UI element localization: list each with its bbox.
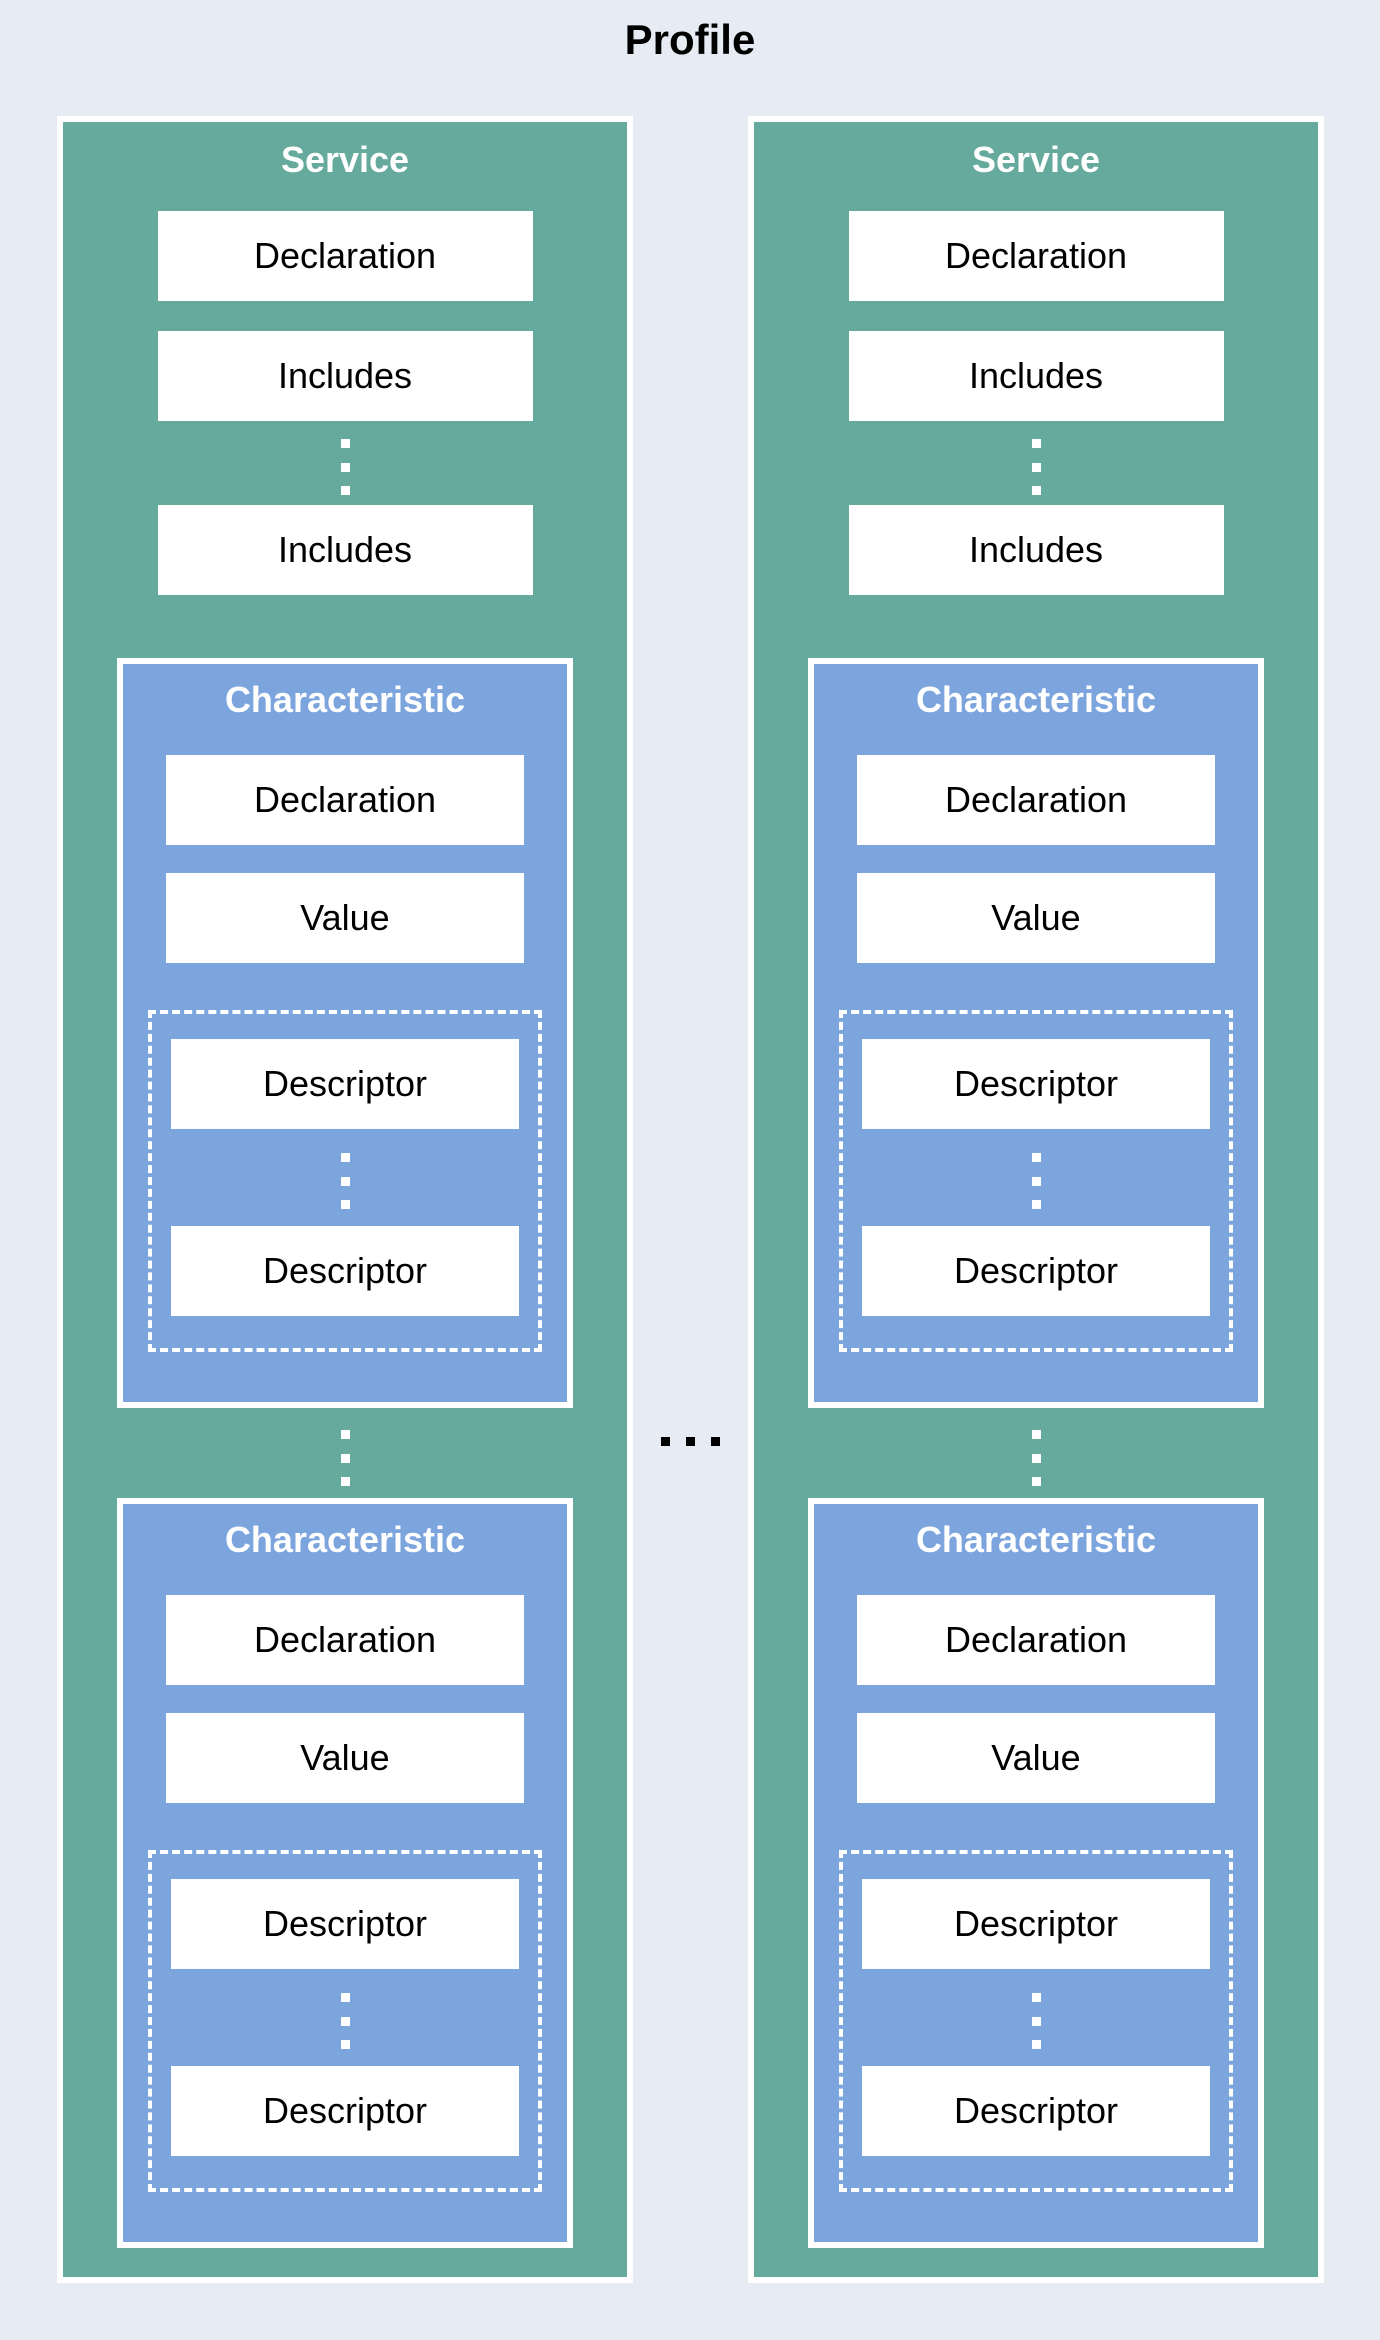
characteristic-box: Characteristic Declaration Value Descrip… xyxy=(117,658,573,1408)
declaration-box: Declaration xyxy=(848,211,1224,301)
descriptor-box: Descriptor xyxy=(171,1879,519,1969)
descriptor-box: Descriptor xyxy=(171,2066,519,2156)
characteristic-box: Characteristic Declaration Value Descrip… xyxy=(808,1498,1264,2248)
descriptor-group: Descriptor Descriptor xyxy=(148,1850,542,2192)
value-box: Value xyxy=(166,873,524,963)
descriptor-box: Descriptor xyxy=(862,1039,1210,1129)
vertical-ellipsis-icon xyxy=(1031,1993,1041,2049)
characteristic-title: Characteristic xyxy=(224,1519,466,1560)
value-box: Value xyxy=(857,873,1215,963)
value-box: Value xyxy=(166,1713,524,1803)
includes-box: Includes xyxy=(157,505,533,595)
descriptor-group: Descriptor Descriptor xyxy=(839,1010,1233,1352)
horizontal-ellipsis-icon xyxy=(633,1437,748,1446)
service-title: Service xyxy=(971,139,1101,180)
characteristic-title: Characteristic xyxy=(915,1519,1157,1560)
descriptor-box: Descriptor xyxy=(862,1226,1210,1316)
declaration-box: Declaration xyxy=(166,1595,524,1685)
vertical-ellipsis-icon xyxy=(1031,439,1041,495)
vertical-ellipsis-icon xyxy=(340,1430,350,1486)
service-title: Service xyxy=(280,139,410,180)
vertical-ellipsis-icon xyxy=(1031,1430,1041,1486)
service-box: Service Declaration Includes Includes Ch… xyxy=(748,116,1324,2283)
descriptor-box: Descriptor xyxy=(171,1226,519,1316)
vertical-ellipsis-icon xyxy=(340,1993,350,2049)
declaration-box: Declaration xyxy=(857,1595,1215,1685)
characteristic-box: Characteristic Declaration Value Descrip… xyxy=(117,1498,573,2248)
characteristic-box: Characteristic Declaration Value Descrip… xyxy=(808,658,1264,1408)
includes-box: Includes xyxy=(848,331,1224,421)
descriptor-box: Descriptor xyxy=(862,1879,1210,1969)
includes-box: Includes xyxy=(848,505,1224,595)
vertical-ellipsis-icon xyxy=(340,439,350,495)
includes-box: Includes xyxy=(157,331,533,421)
declaration-box: Declaration xyxy=(157,211,533,301)
declaration-box: Declaration xyxy=(166,755,524,845)
descriptor-box: Descriptor xyxy=(171,1039,519,1129)
characteristic-title: Characteristic xyxy=(915,679,1157,720)
descriptor-group: Descriptor Descriptor xyxy=(839,1850,1233,2192)
service-box: Service Declaration Includes Includes Ch… xyxy=(57,116,633,2283)
declaration-box: Declaration xyxy=(857,755,1215,845)
value-box: Value xyxy=(857,1713,1215,1803)
descriptor-box: Descriptor xyxy=(862,2066,1210,2156)
page-title: Profile xyxy=(624,16,756,63)
characteristic-title: Characteristic xyxy=(224,679,466,720)
vertical-ellipsis-icon xyxy=(1031,1153,1041,1209)
descriptor-group: Descriptor Descriptor xyxy=(148,1010,542,1352)
vertical-ellipsis-icon xyxy=(340,1153,350,1209)
